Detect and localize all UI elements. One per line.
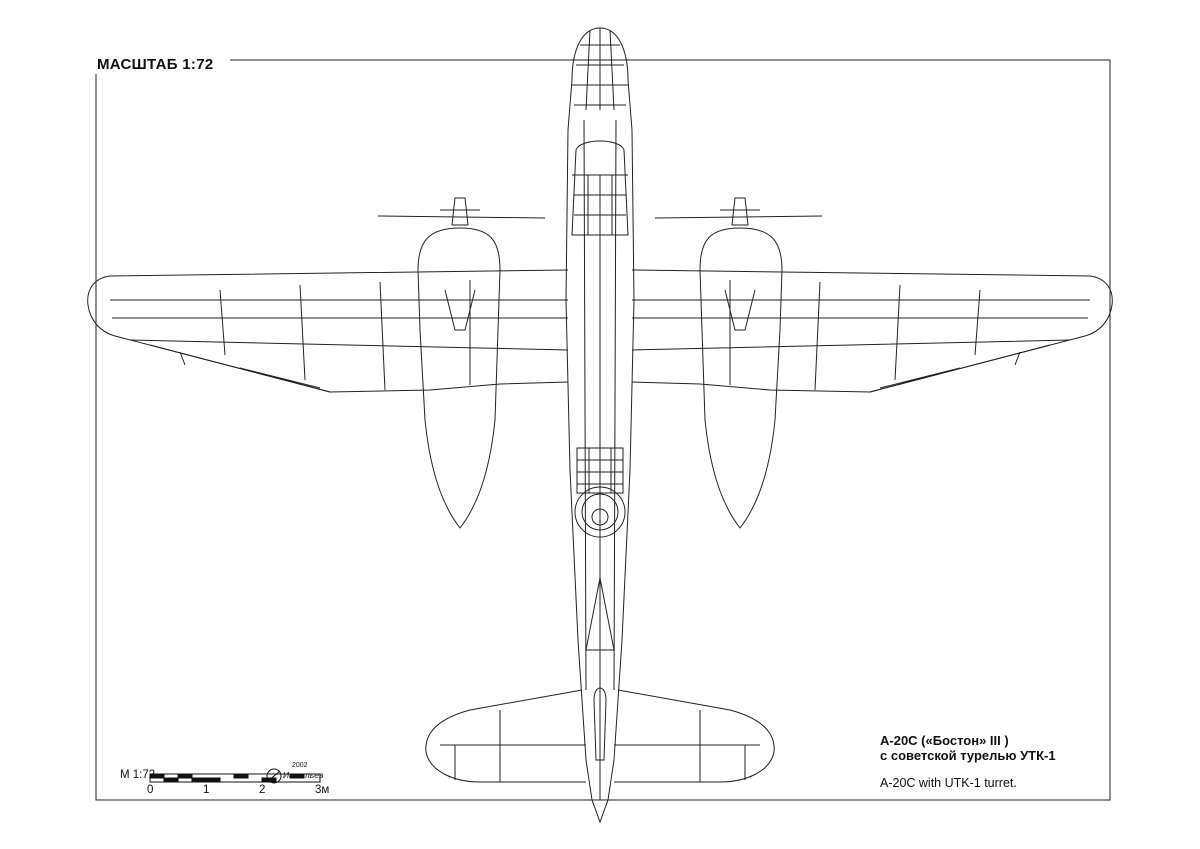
scale-bar bbox=[149, 773, 321, 783]
aircraft-plan-view bbox=[87, 27, 1113, 824]
horizontal-tailplane bbox=[425, 689, 775, 783]
scale-tick-1: 1 bbox=[203, 784, 210, 796]
utk1-turret bbox=[574, 447, 626, 570]
scale-title: МАСШТАБ 1:72 bbox=[97, 56, 214, 73]
scale-tick-0: 0 bbox=[147, 784, 154, 796]
nose-glazing bbox=[572, 28, 628, 111]
scale-bar-label: М 1:72 bbox=[120, 769, 156, 781]
signature-name: Игнатьев bbox=[283, 770, 324, 780]
author-signature-mark bbox=[266, 768, 282, 784]
scale-tick-3: 3м bbox=[315, 784, 330, 796]
left-wing bbox=[87, 269, 569, 393]
cockpit-canopy bbox=[571, 140, 629, 236]
fuselage-outline bbox=[565, 27, 635, 824]
right-wing bbox=[631, 269, 1113, 393]
caption-title-ru-line1: А-20С («Бостон» III ) bbox=[880, 733, 1009, 748]
border-frame bbox=[95, 59, 1111, 801]
signature-year: 2002 bbox=[292, 762, 308, 769]
left-engine-nacelle bbox=[377, 197, 546, 529]
right-engine-nacelle bbox=[654, 197, 823, 529]
caption-title-ru-line2: с советской турелью УТК-1 bbox=[880, 748, 1056, 763]
caption-title-en: A-20C with UTK-1 turret. bbox=[880, 776, 1017, 790]
drawing-caption: А-20С («Бостон» III ) с советской турель… bbox=[880, 733, 1056, 791]
scale-tick-2: 2 bbox=[259, 784, 266, 796]
